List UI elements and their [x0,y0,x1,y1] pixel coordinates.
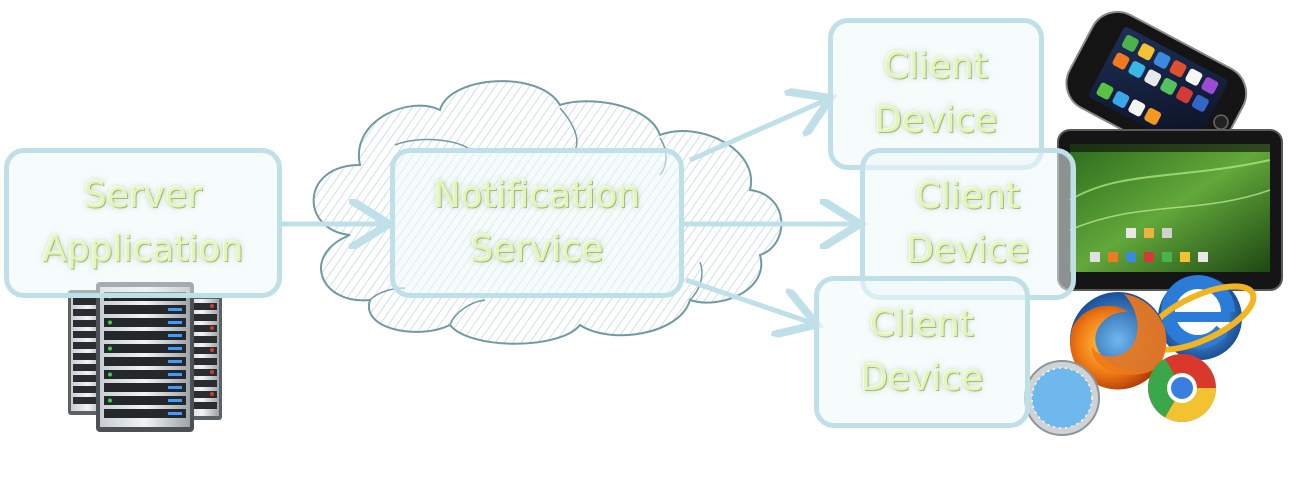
arrow-service-to-client-3 [685,277,812,323]
server-rack-icon [68,282,222,432]
notification-service-box: Notification Service [390,148,684,298]
client-device-1-line2: Device [874,100,998,141]
client-device-box-2: Client Device [860,148,1076,300]
server-application-line1: Server [83,175,203,216]
notification-service-label: Notification Service [434,169,641,277]
server-application-label: Server Application [42,169,243,277]
client-device-2-line1: Client [915,176,1021,217]
client-device-label-2: Client Device [906,170,1029,278]
client-device-box-3: Client Device [814,276,1030,428]
tablet-icon [1057,129,1283,291]
smartphone-icon [1065,10,1248,166]
client-device-1-line1: Client [883,46,989,87]
arrow-service-to-client-1 [688,100,826,163]
server-application-box: Server Application [4,148,282,298]
client-device-3-line2: Device [860,358,984,399]
client-device-2-line2: Device [906,230,1030,271]
browser-logos-icon [1024,275,1257,436]
notification-service-line1: Notification [433,175,641,216]
server-application-line2: Application [42,229,244,270]
notification-service-line2: Service [470,229,604,270]
client-device-label-3: Client Device [860,298,983,406]
client-device-3-line1: Client [869,304,975,345]
client-device-label-1: Client Device [874,40,997,148]
